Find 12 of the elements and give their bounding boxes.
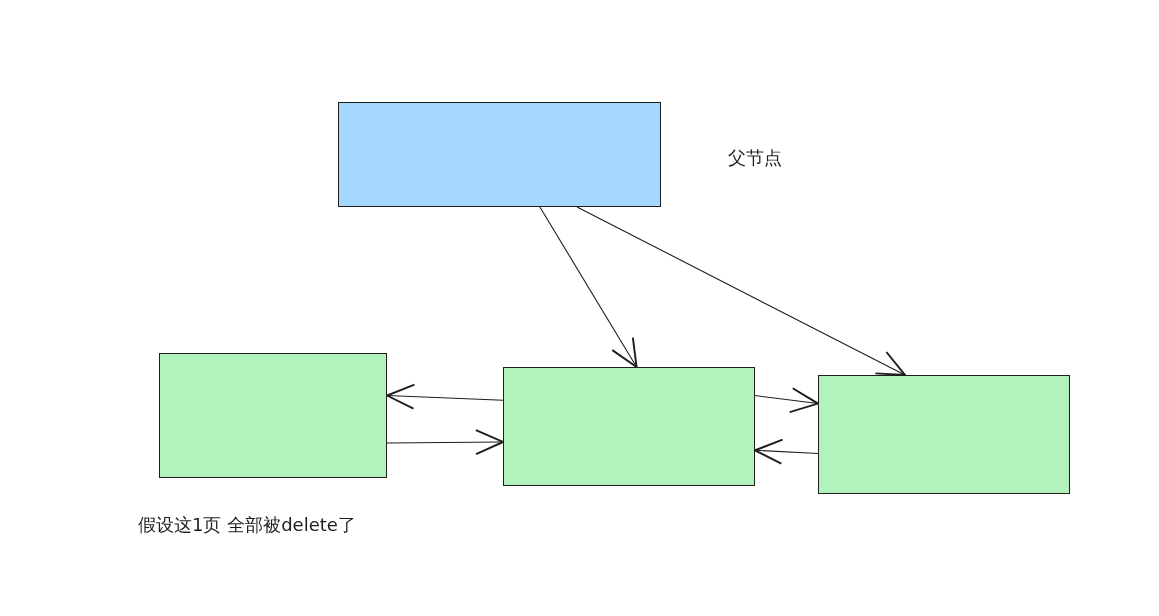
arrow [386,429,504,456]
box [338,102,661,207]
arrow [576,206,906,376]
box [818,375,1070,494]
note-text: 父节点 [728,146,782,170]
arrow [386,383,504,410]
note-text: 假设这1页 全部被delete了 [138,513,356,537]
arrow [754,387,819,414]
box [503,367,755,486]
box [159,353,387,478]
arrow [754,438,819,465]
arrow [539,206,638,368]
